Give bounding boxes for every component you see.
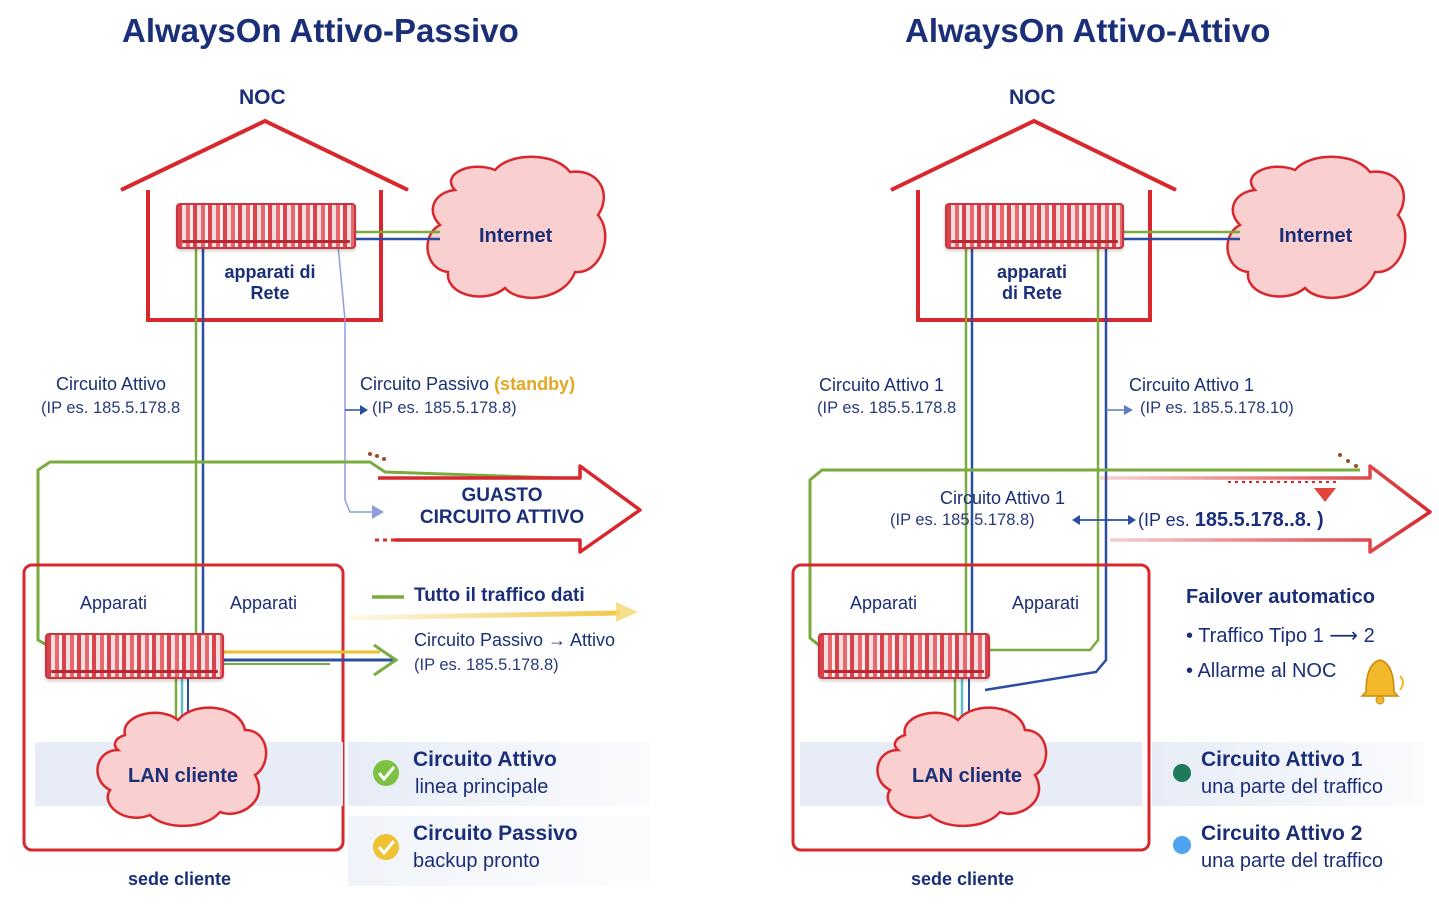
failover-item-1-text: Traffico Tipo 1 ⟶ 2: [1198, 625, 1375, 647]
mid-label-right: Circuito Attivo 1: [940, 488, 1066, 508]
circuit2-ip-right: (IP es. 185.5.178.10): [1140, 399, 1294, 417]
failure-arrow-right: [1100, 464, 1432, 554]
mid-ip2-prefix: (IP es.: [1138, 510, 1190, 530]
internet-label-left: Internet: [479, 225, 553, 247]
passive-circuit-name: Circuito Passivo: [360, 374, 490, 394]
apparati-label-left-1: Apparati: [80, 593, 148, 613]
apparati-label-left-2: Apparati: [230, 593, 298, 613]
customer-device-left: [45, 633, 224, 679]
noc-label-right: NOC: [1009, 86, 1056, 109]
site-label-right: sede cliente: [911, 869, 1015, 889]
failure-arrow-left: [378, 464, 642, 554]
site-label-left: sede cliente: [128, 869, 232, 889]
lan-label-right: LAN cliente: [912, 765, 1023, 787]
title-right: AlwaysOn Attivo-Attivo: [905, 12, 1271, 49]
failure-label-line2: CIRCUITO ATTIVO: [419, 506, 585, 528]
internet-label-right: Internet: [1279, 225, 1353, 247]
legend-title-right-2: Circuito Attivo 2: [1201, 822, 1363, 845]
traffic-label-left: Tutto il traffico dati: [414, 585, 585, 606]
active-circuit-label-left: Circuito Attivo: [56, 374, 167, 394]
title-left: AlwaysOn Attivo-Passivo: [122, 12, 519, 49]
switch-label-left: Circuito Passivo → Attivo: [414, 630, 616, 650]
passive-circuit-line-left: [337, 244, 380, 513]
failure-label-line1: GUASTO: [461, 485, 543, 506]
failover-title: Failover automatico: [1186, 586, 1375, 608]
legend-title-right-1: Circuito Attivo 1: [1201, 748, 1363, 771]
noc-network-device-right: [945, 203, 1124, 249]
noc-label-left: NOC: [239, 86, 286, 109]
mid-ip2-right: (IP es. 185.5.178..8. ): [1138, 509, 1324, 532]
check-yellow-icon: [373, 834, 399, 860]
switch-ip-left: (IP es. 185.5.178.8): [414, 656, 559, 674]
active-circuit-ip-left: (IP es. 185.5.178.8: [41, 399, 181, 417]
customer-device-right: [818, 633, 990, 679]
lan-label-left: LAN cliente: [128, 765, 239, 787]
lan-cloud-right: [876, 706, 1048, 828]
failover-item-2: • Allarme al NOC: [1186, 660, 1337, 682]
noc-house-right: [890, 118, 1177, 322]
mid-ip-right: (IP es. 185.5.178.8): [890, 511, 1035, 529]
noc-device-label-left-line2: Rete: [250, 282, 290, 303]
failover-item-2-text: Allarme al NOC: [1197, 660, 1337, 682]
circuit1-label-right: Circuito Attivo 1: [819, 375, 945, 395]
lan-cloud-left: [96, 706, 268, 828]
dot-blue-icon: [1173, 836, 1191, 854]
noc-device-label-right-line2: di Rete: [1001, 282, 1062, 303]
circuit2-label-right: Circuito Attivo 1: [1129, 375, 1255, 395]
check-green-icon: [373, 760, 399, 786]
noc-house-left: [120, 118, 409, 322]
noc-device-label-right: apparati di Rete: [962, 262, 1102, 303]
legend-subtitle-right-1: una parte del traffico: [1201, 776, 1383, 798]
passive-circuit-ip-left: (IP es. 185.5.178.8): [372, 399, 517, 417]
circuit1-ip-right: (IP es. 185.5.178.8: [817, 399, 957, 417]
noc-network-device-left: [176, 203, 356, 249]
apparati-label-right-1: Apparati: [850, 593, 918, 613]
failover-item-1: • Traffico Tipo 1 ⟶ 2: [1186, 625, 1375, 647]
internet-cloud-left: [426, 155, 607, 300]
noc-device-label-left: apparati di Rete: [200, 262, 340, 303]
legend-title-left-1: Circuito Attivo: [413, 748, 557, 771]
apparati-label-right-2: Apparati: [1012, 593, 1080, 613]
legend-title-left-2: Circuito Passivo: [413, 822, 578, 845]
failure-label-left: GUASTO CIRCUITO ATTIVO: [398, 485, 606, 529]
internet-cloud-right: [1226, 155, 1407, 300]
customer-site-box-left: [22, 563, 345, 852]
legend-subtitle-left-1: linea principale: [415, 776, 549, 798]
noc-device-label-left-line1: apparati di: [224, 262, 316, 282]
mid-ip2-value: 185.5.178..8. ): [1194, 509, 1324, 531]
bell-icon: [1360, 659, 1404, 705]
down-arrow-icon: [1314, 488, 1336, 502]
noc-device-label-right-line1: apparati: [996, 262, 1068, 282]
customer-site-box-right: [791, 563, 1151, 852]
legend-subtitle-left-2: backup pronto: [413, 850, 540, 872]
passive-circuit-state: (standby): [494, 374, 576, 394]
legend-subtitle-right-2: una parte del traffico: [1201, 850, 1383, 872]
dot-green-icon: [1173, 764, 1191, 782]
passive-circuit-label-left: Circuito Passivo (standby): [360, 374, 575, 395]
